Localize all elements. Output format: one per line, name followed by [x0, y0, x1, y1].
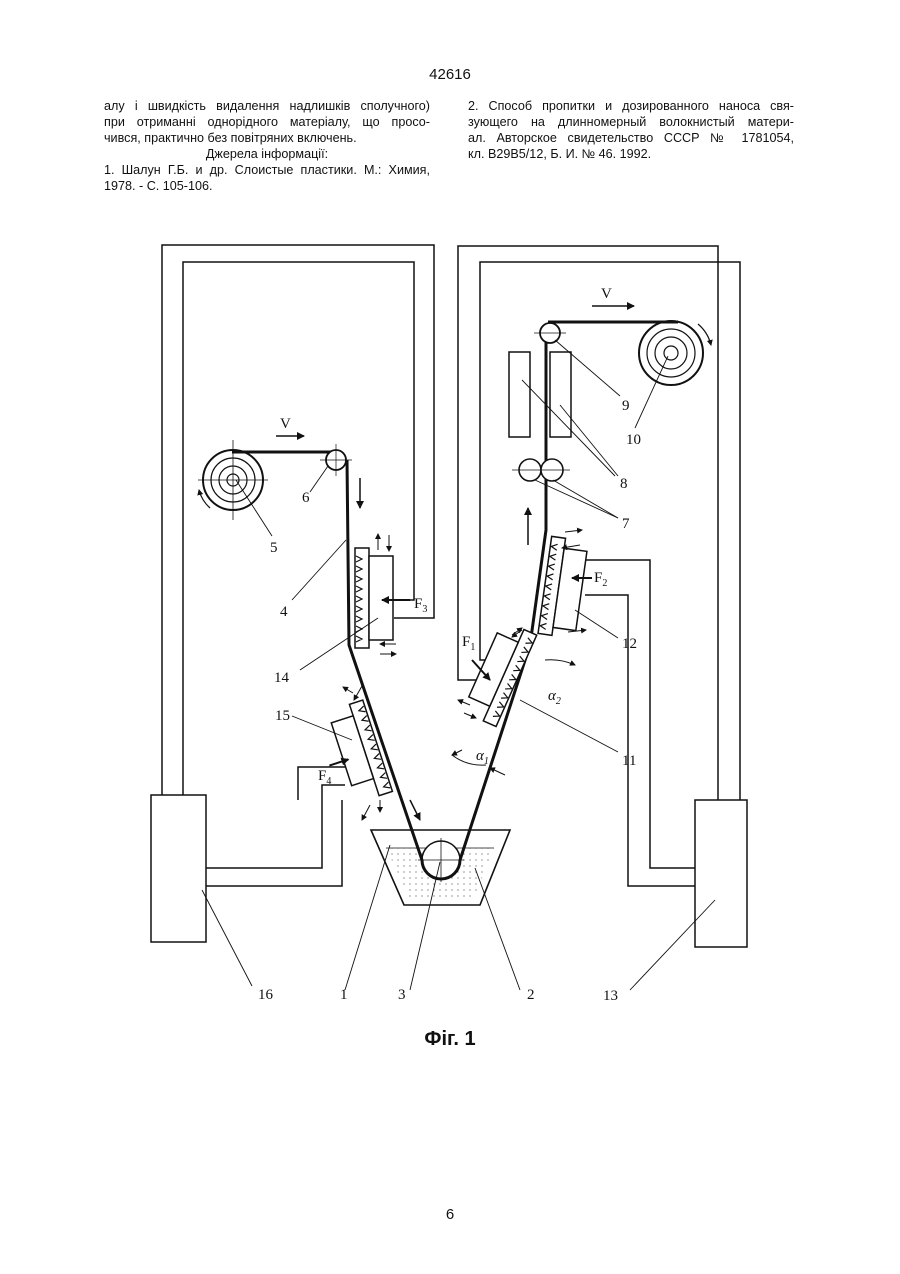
- web-direction-arrow-to-bath: [410, 800, 420, 820]
- label-2: 2: [527, 987, 535, 1003]
- label-7: 7: [622, 516, 630, 532]
- applicator-15: [313, 700, 392, 807]
- label-6: 6: [302, 490, 310, 506]
- unit-16-box: [151, 795, 206, 942]
- heater-8-right: [550, 352, 571, 437]
- arrow-15-c: [362, 805, 370, 820]
- label-8: 8: [620, 476, 628, 492]
- figure-caption: Фіг. 1: [0, 1028, 900, 1051]
- applicator-14: [355, 534, 410, 654]
- right-supply-pipe: [458, 246, 740, 886]
- angle-a2-arc: [545, 660, 575, 665]
- label-5: 5: [270, 540, 278, 556]
- label-1: 1: [340, 987, 348, 1003]
- label-14: 14: [274, 670, 290, 686]
- label-13: 13: [603, 988, 618, 1004]
- unit-13-box: [695, 800, 747, 947]
- take-up-reel-10: [639, 321, 711, 385]
- label-f4: F4: [318, 768, 331, 787]
- label-f2: F2: [594, 570, 607, 589]
- arrow-15-a: [343, 687, 353, 693]
- label-alpha-1: α1: [476, 748, 489, 767]
- label-v-right: V: [601, 286, 612, 302]
- label-9: 9: [622, 398, 630, 414]
- label-15: 15: [275, 708, 290, 724]
- label-f1: F1: [462, 634, 475, 653]
- arrow-11-d: [464, 713, 476, 718]
- fibrous-material-web: [232, 322, 678, 879]
- arrow-12-a: [565, 530, 582, 532]
- label-10: 10: [626, 432, 641, 448]
- guide-roller-9: [534, 323, 566, 343]
- label-12: 12: [622, 636, 637, 652]
- label-v-left: V: [280, 416, 291, 432]
- label-alpha-2: α2: [548, 688, 561, 707]
- label-3: 3: [398, 987, 406, 1003]
- angle-a1-arrow-right: [490, 768, 505, 775]
- label-11: 11: [622, 753, 636, 769]
- applicator-11: [462, 620, 536, 726]
- applicator-12: [538, 536, 588, 638]
- arrow-15-b: [354, 686, 362, 700]
- squeeze-rollers-7: [512, 459, 570, 481]
- label-4: 4: [280, 604, 288, 620]
- angle-a1-arrow-left: [452, 750, 462, 755]
- page-number: 6: [0, 1206, 900, 1223]
- arrow-11-c: [458, 700, 470, 705]
- heater-8-left: [509, 352, 530, 437]
- label-16: 16: [258, 987, 274, 1003]
- label-f3: F3: [414, 596, 427, 615]
